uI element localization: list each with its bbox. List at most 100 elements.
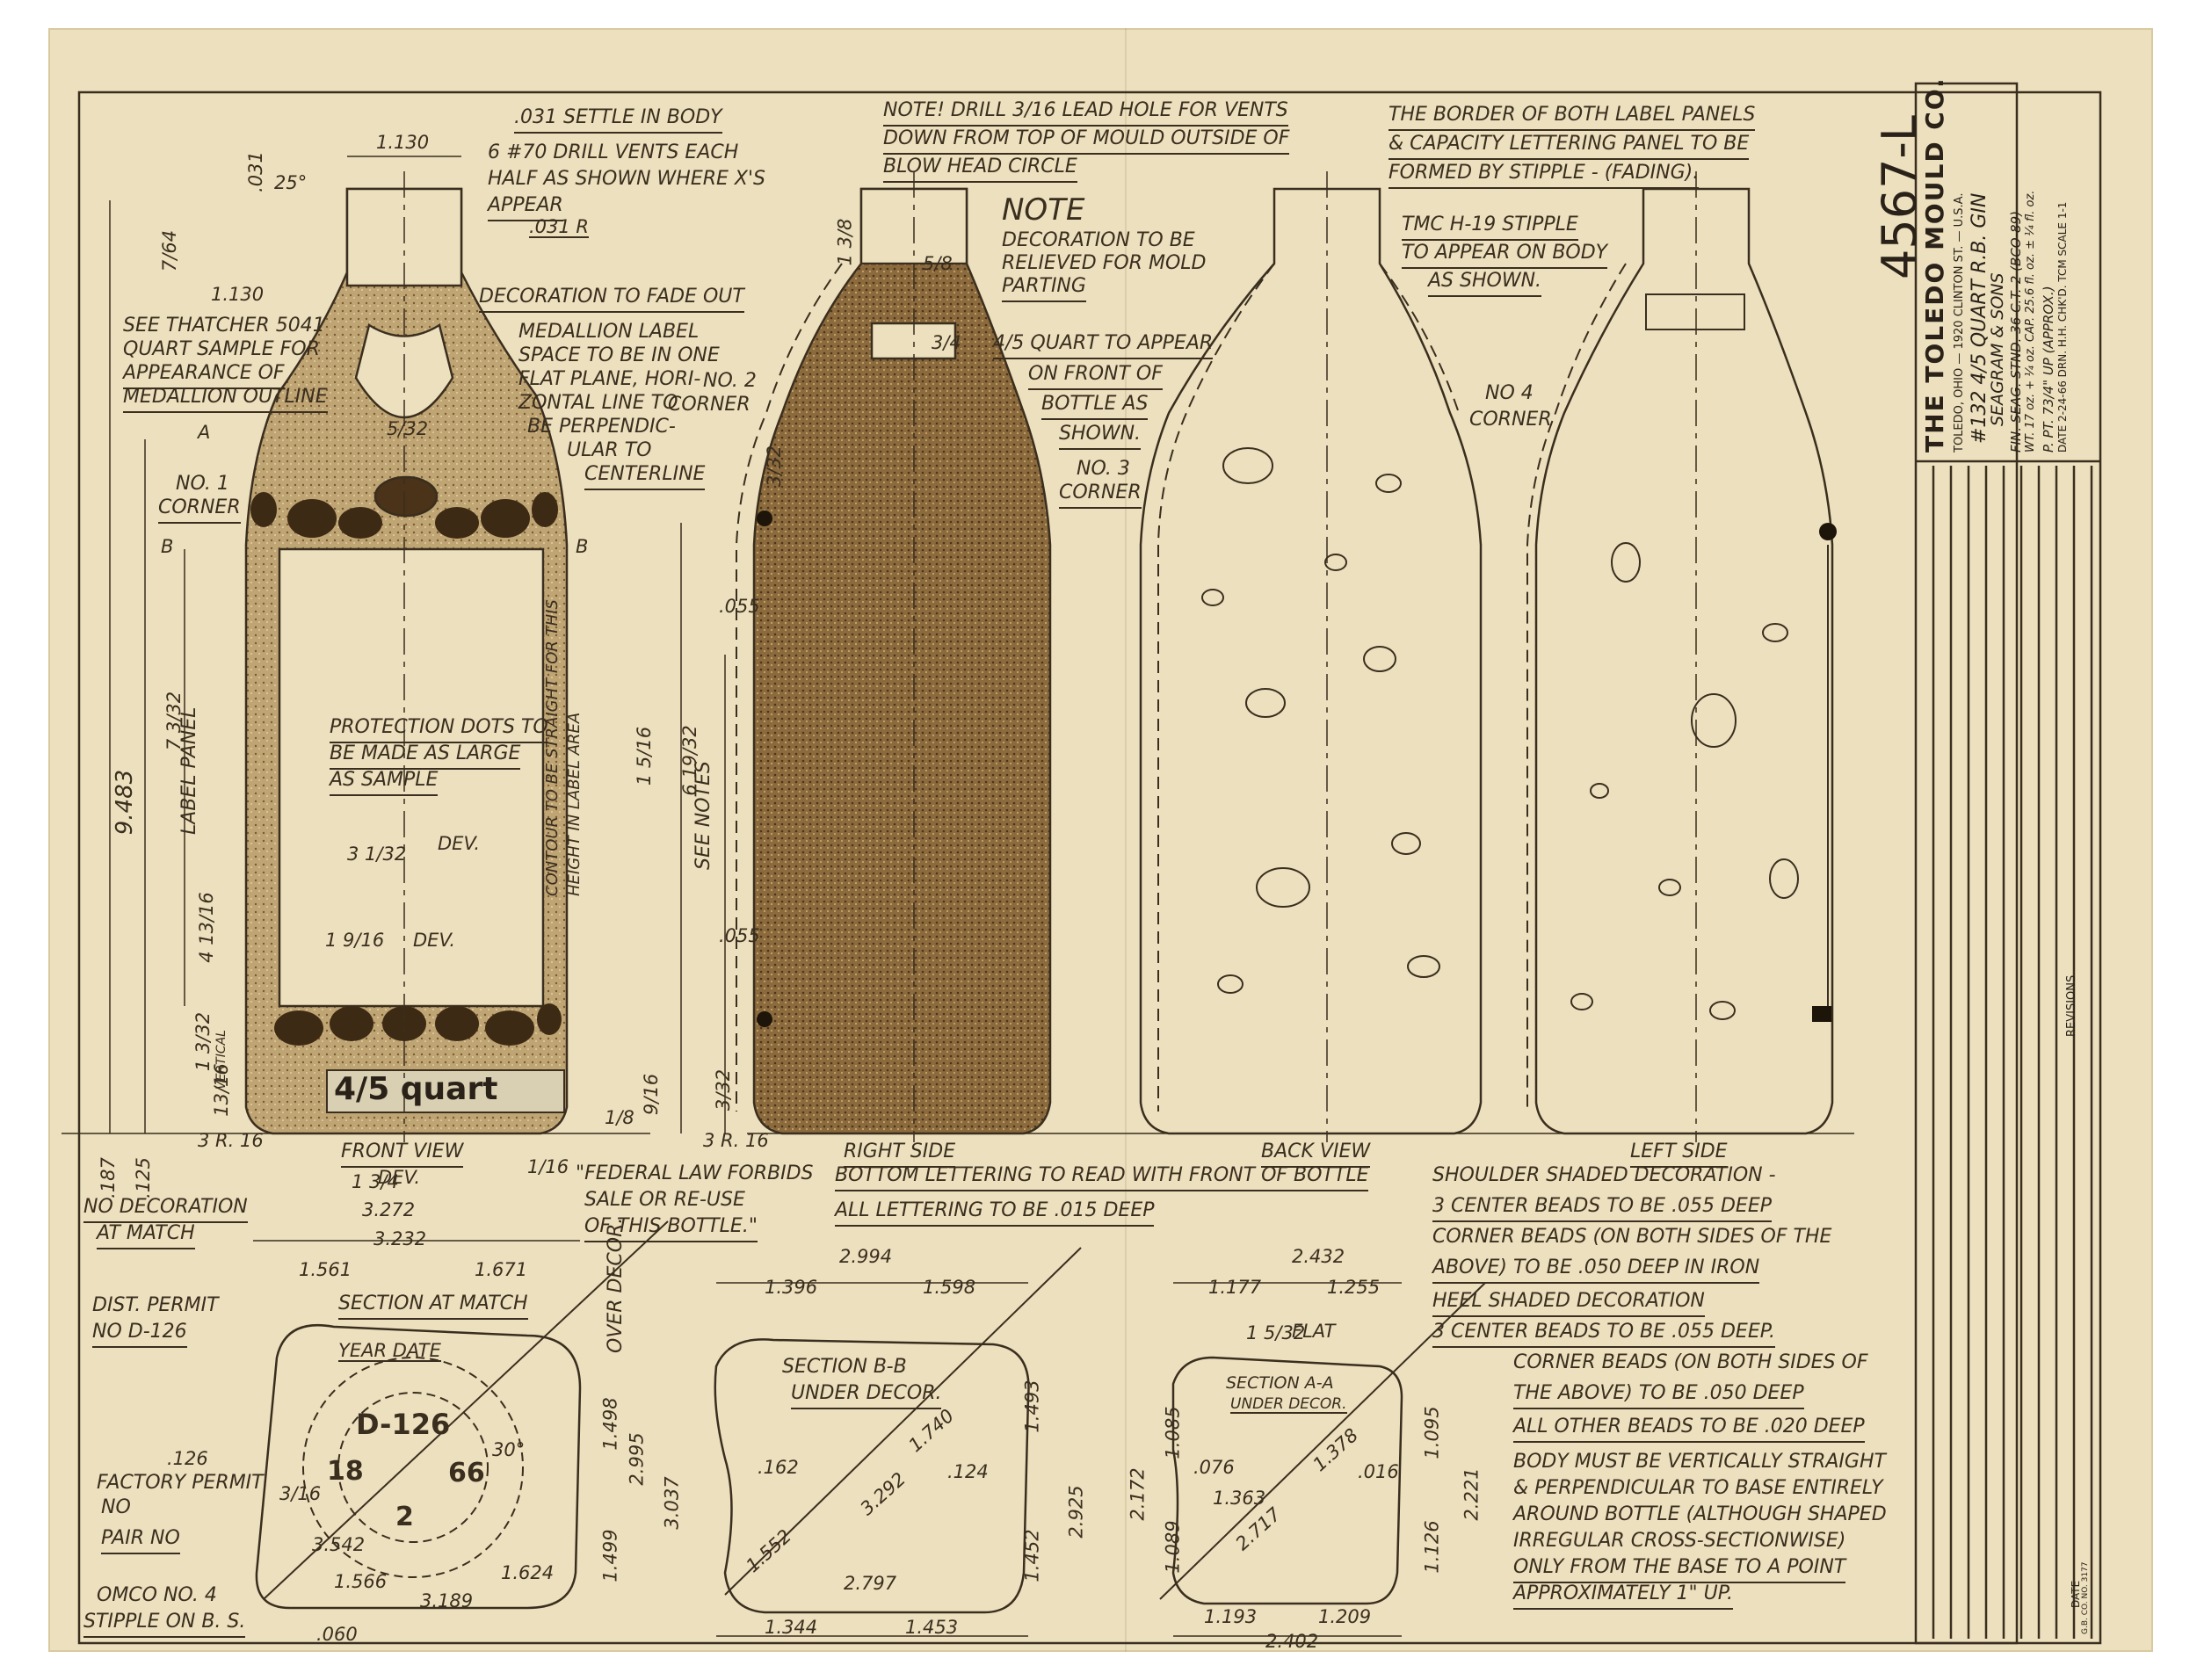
note-all-lettering: ALL LETTERING TO BE .015 DEEP	[835, 1197, 1155, 1227]
note-medallion-7: CENTERLINE	[584, 460, 706, 490]
dim-1089: 1.089	[1162, 1520, 1184, 1574]
note-stipple-on: STIPPLE ON B. S.	[83, 1608, 246, 1638]
spec-line-10: BODY MUST BE VERTICALLY STRAIGHT	[1513, 1451, 1886, 1473]
back-view-label: BACK VIEW	[1261, 1138, 1371, 1168]
revisions-label: REVISIONS	[2065, 974, 2078, 1037]
spec-line-3: CORNER BEADS (ON BOTH SIDES OF THE	[1432, 1226, 1832, 1248]
note-factory-permit-1: FACTORY PERMIT	[97, 1472, 264, 1494]
corner-2-label: NO. 2	[703, 370, 757, 392]
dim-2432: 2.432	[1292, 1246, 1345, 1267]
dim-1493: 1.493	[1021, 1379, 1043, 1433]
left-side-bottle	[1526, 187, 1834, 1135]
spec-line-11: & PERPENDICULAR TO BASE ENTIRELY	[1513, 1477, 1883, 1499]
dim-1624: 1.624	[501, 1562, 555, 1583]
note-factory-permit-2: NO	[101, 1496, 131, 1518]
note-border-2: & CAPACITY LETTERING PANEL TO BE	[1389, 130, 1750, 160]
quart-mark: 4/5 quart	[334, 1071, 498, 1107]
drawing-number: 4567-L	[1872, 115, 1927, 279]
corner-4-label-2: CORNER	[1469, 409, 1552, 431]
note-protection-1: PROTECTION DOTS TO	[330, 713, 548, 743]
dev-label-3: DEV.	[378, 1167, 421, 1188]
dim-3232: 3.232	[373, 1228, 427, 1249]
base-mark-18: 18	[327, 1456, 364, 1487]
dim-7-64: 7/64	[159, 229, 181, 272]
dev-label-2: DEV.	[413, 930, 456, 951]
note-bottom-lettering: BOTTOM LETTERING TO READ WITH FRONT OF B…	[835, 1162, 1369, 1191]
front-view-label: FRONT VIEW	[341, 1138, 464, 1168]
dim-6-19-32: 6 19/32	[678, 725, 700, 796]
dim-2925: 2.925	[1065, 1485, 1087, 1539]
dim-1-16: 1/16	[527, 1156, 569, 1177]
dim-3-32: 3/32	[764, 445, 786, 488]
note-title: NOTE	[1002, 192, 1085, 228]
dim-1566: 1.566	[334, 1571, 388, 1592]
dim-1-3-8: 1 3/8	[834, 218, 856, 266]
note-protection-2: BE MADE AS LARGE	[330, 740, 521, 770]
spec-line-6: 3 CENTER BEADS TO BE .055 DEEP.	[1432, 1318, 1775, 1348]
note-drill-lead-2: DOWN FROM TOP OF MOULD OUTSIDE OF	[883, 125, 1290, 155]
right-side-label: RIGHT SIDE	[844, 1138, 956, 1168]
note-fade-out: DECORATION TO FADE OUT	[479, 283, 744, 313]
front-view-bottle	[244, 187, 569, 1135]
dim-3-1-32: 3 1/32	[347, 844, 407, 865]
corner-1-label-2: CORNER	[158, 494, 241, 524]
note-thatcher-1: SEE THATCHER 5041	[123, 315, 325, 337]
dim-016: .016	[1358, 1461, 1399, 1482]
note-settle: .031 SETTLE IN BODY	[514, 104, 722, 134]
corner-3-label: NO. 3	[1077, 458, 1130, 480]
spec-line-13: IRREGULAR CROSS-SECTIONWISE)	[1513, 1530, 1846, 1552]
dim-7-3-32: 7 3/32	[163, 691, 185, 751]
dim-1130-side: 1.130	[211, 284, 265, 305]
dim-3272: 3.272	[362, 1199, 416, 1220]
dim-1-3-32: 1 3/32	[192, 1011, 214, 1072]
corner-1-label: NO. 1	[176, 473, 229, 495]
dim-2172: 2.172	[1127, 1467, 1149, 1521]
note-omco: OMCO NO. 4	[97, 1584, 217, 1606]
dim-031: .031	[244, 151, 266, 192]
dim-3189: 3.189	[420, 1590, 474, 1611]
note-medallion-6: ULAR TO	[567, 439, 652, 461]
dim-076: .076	[1193, 1457, 1235, 1478]
title-block-date: DATE 2-24-66 DRN. H.H. CHK'D. TCM SCALE …	[2056, 201, 2069, 453]
dim-1498: 1.498	[599, 1397, 621, 1451]
dim-3-4: 3/4	[932, 332, 961, 353]
dim-124: .124	[947, 1461, 989, 1482]
dim-9-16: 9/16	[641, 1073, 663, 1116]
dim-055-lower: .055	[719, 925, 760, 946]
spec-line-2: 3 CENTER BEADS TO BE .055 DEEP	[1432, 1192, 1772, 1222]
note-border-1: THE BORDER OF BOTH LABEL PANELS	[1389, 101, 1756, 131]
dim-1561: 1.561	[299, 1259, 352, 1280]
dim-13-16: 13/16	[210, 1063, 232, 1117]
dim-1671: 1.671	[475, 1259, 528, 1280]
spec-line-1: SHOULDER SHADED DECORATION -	[1432, 1164, 1776, 1186]
title-block-finish: FIN. SEAG. STND. 36 C.T.-2 (BCO-89)	[2008, 211, 2024, 453]
dim-2797: 2.797	[844, 1573, 897, 1594]
dim-1598: 1.598	[923, 1277, 976, 1298]
note-relieved-3: PARTING	[1002, 272, 1086, 302]
dim-1126: 1.126	[1421, 1520, 1443, 1574]
note-no-decoration-1: NO DECORATION	[83, 1193, 248, 1223]
dim-2995: 2.995	[626, 1432, 648, 1486]
note-federal-2: SALE OR RE-USE	[584, 1189, 745, 1211]
dim-1-9-16: 1 9/16	[325, 930, 385, 951]
note-medallion-2: SPACE TO BE IN ONE	[518, 344, 720, 366]
note-federal-1: "FEDERAL LAW FORBIDS	[576, 1162, 814, 1184]
dim-5-8: 5/8	[923, 253, 953, 274]
dim-3r16-left: 3 R. 16	[198, 1130, 264, 1151]
note-thatcher-3: APPEARANCE OF	[123, 359, 285, 389]
note-medallion-4: ZONTAL LINE TO	[518, 392, 678, 414]
note-dist-permit-2: NO D-126	[92, 1318, 187, 1348]
year-date-label: YEAR DATE	[338, 1340, 441, 1362]
spec-line-12: AROUND BOTTLE (ALTHOUGH SHAPED	[1513, 1503, 1887, 1525]
dim-3542: 3.542	[312, 1534, 366, 1555]
title-block-pour: P. PT. 73/4" UP (APPROX.)	[2041, 286, 2056, 453]
note-quart-appear-1: 4/5 QUART TO APPEAR	[993, 329, 1214, 359]
section-b-marker-right: B	[576, 536, 589, 557]
section-bb-label-1: SECTION B-B	[782, 1356, 907, 1378]
dim-4-13-16: 4 13/16	[195, 892, 217, 963]
note-medallion-1: MEDALLION LABEL	[518, 321, 700, 343]
base-mark-66: 66	[448, 1458, 485, 1488]
corner-2-label-2: CORNER	[668, 394, 750, 416]
section-at-match	[255, 1220, 669, 1610]
dev-label-1: DEV.	[438, 833, 481, 854]
